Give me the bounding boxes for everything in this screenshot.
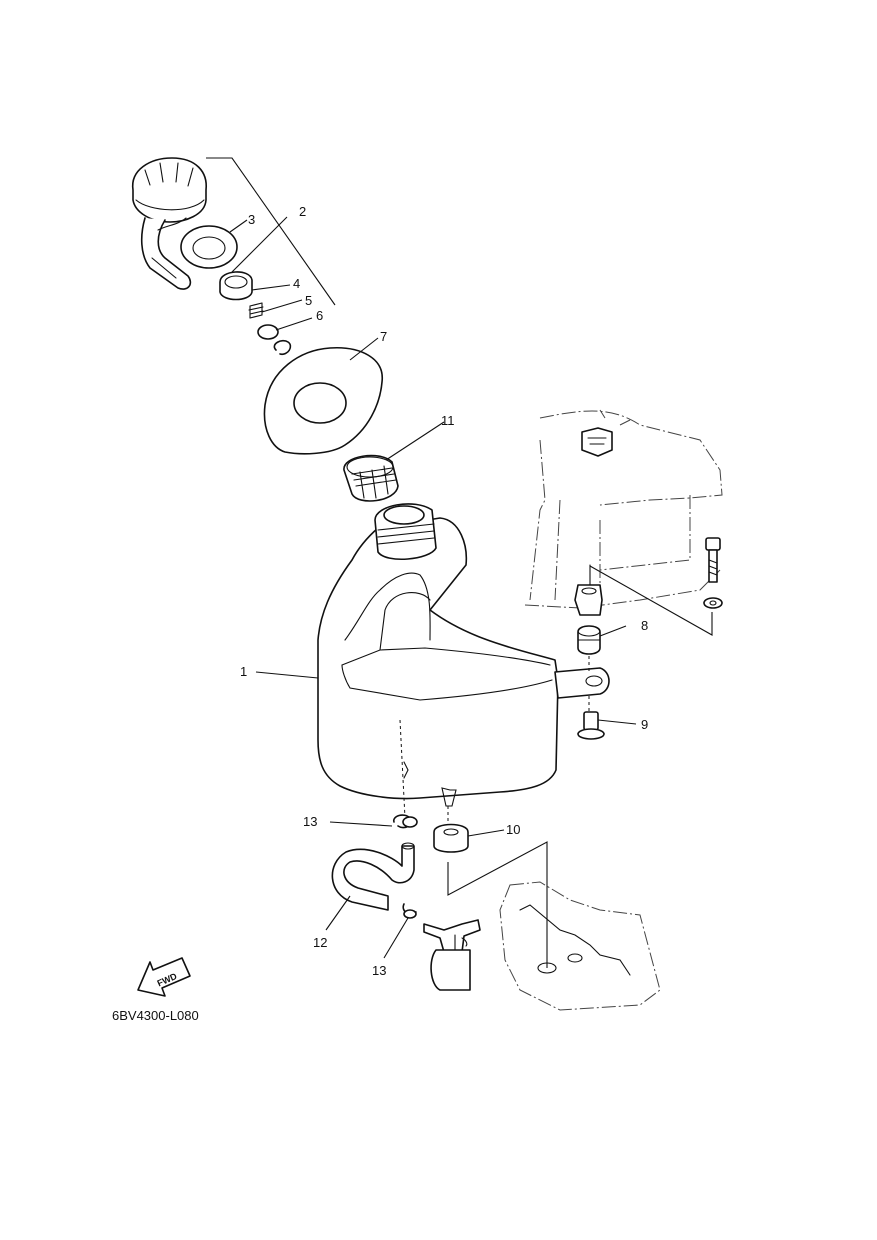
clip-icon xyxy=(273,339,292,356)
collar-icon xyxy=(577,711,605,740)
callout-1: 1 xyxy=(240,664,247,679)
callout-5: 5 xyxy=(305,293,312,308)
callout-7: 7 xyxy=(380,329,387,344)
fuel-hose-icon xyxy=(331,842,415,911)
callout-10: 10 xyxy=(506,822,520,837)
hose-clip-ring xyxy=(402,816,418,828)
callout-9: 9 xyxy=(641,717,648,732)
callout-6: 6 xyxy=(316,308,323,323)
callout-13-upper: 13 xyxy=(303,814,317,829)
engine-cowling-outline xyxy=(524,409,723,616)
cap-assembly-bracket xyxy=(206,157,336,306)
callout-12: 12 xyxy=(313,935,327,950)
tank-gasket-icon xyxy=(263,347,383,455)
fuel-tank-icon xyxy=(317,503,610,819)
gasket-icon xyxy=(180,225,238,269)
callout-leaders xyxy=(229,216,637,959)
cap-valve-icon xyxy=(219,271,253,301)
damper-icon xyxy=(433,823,469,853)
drawing-code: 6BV4300-L080 xyxy=(112,1008,199,1023)
callout-4: 4 xyxy=(293,276,300,291)
hose-clip-lower-ring xyxy=(403,909,417,919)
fuel-cap-icon xyxy=(132,157,207,290)
fwd-arrow-icon: FWD xyxy=(137,957,191,997)
callout-8: 8 xyxy=(641,618,648,633)
spring-icon xyxy=(248,302,264,319)
strainer-icon xyxy=(343,454,399,502)
callout-13-lower: 13 xyxy=(372,963,386,978)
bolt-guide-line xyxy=(589,565,713,636)
callout-3: 3 xyxy=(248,212,255,227)
mount-guide-line xyxy=(447,841,548,968)
callout-11: 11 xyxy=(441,413,455,428)
grommet-icon xyxy=(577,625,601,655)
callout-2: 2 xyxy=(299,204,306,219)
washer-icon xyxy=(257,324,279,340)
bolt-icon xyxy=(703,537,723,609)
engine-mount-outline xyxy=(499,881,661,1011)
fuel-joint-icon xyxy=(423,919,481,991)
